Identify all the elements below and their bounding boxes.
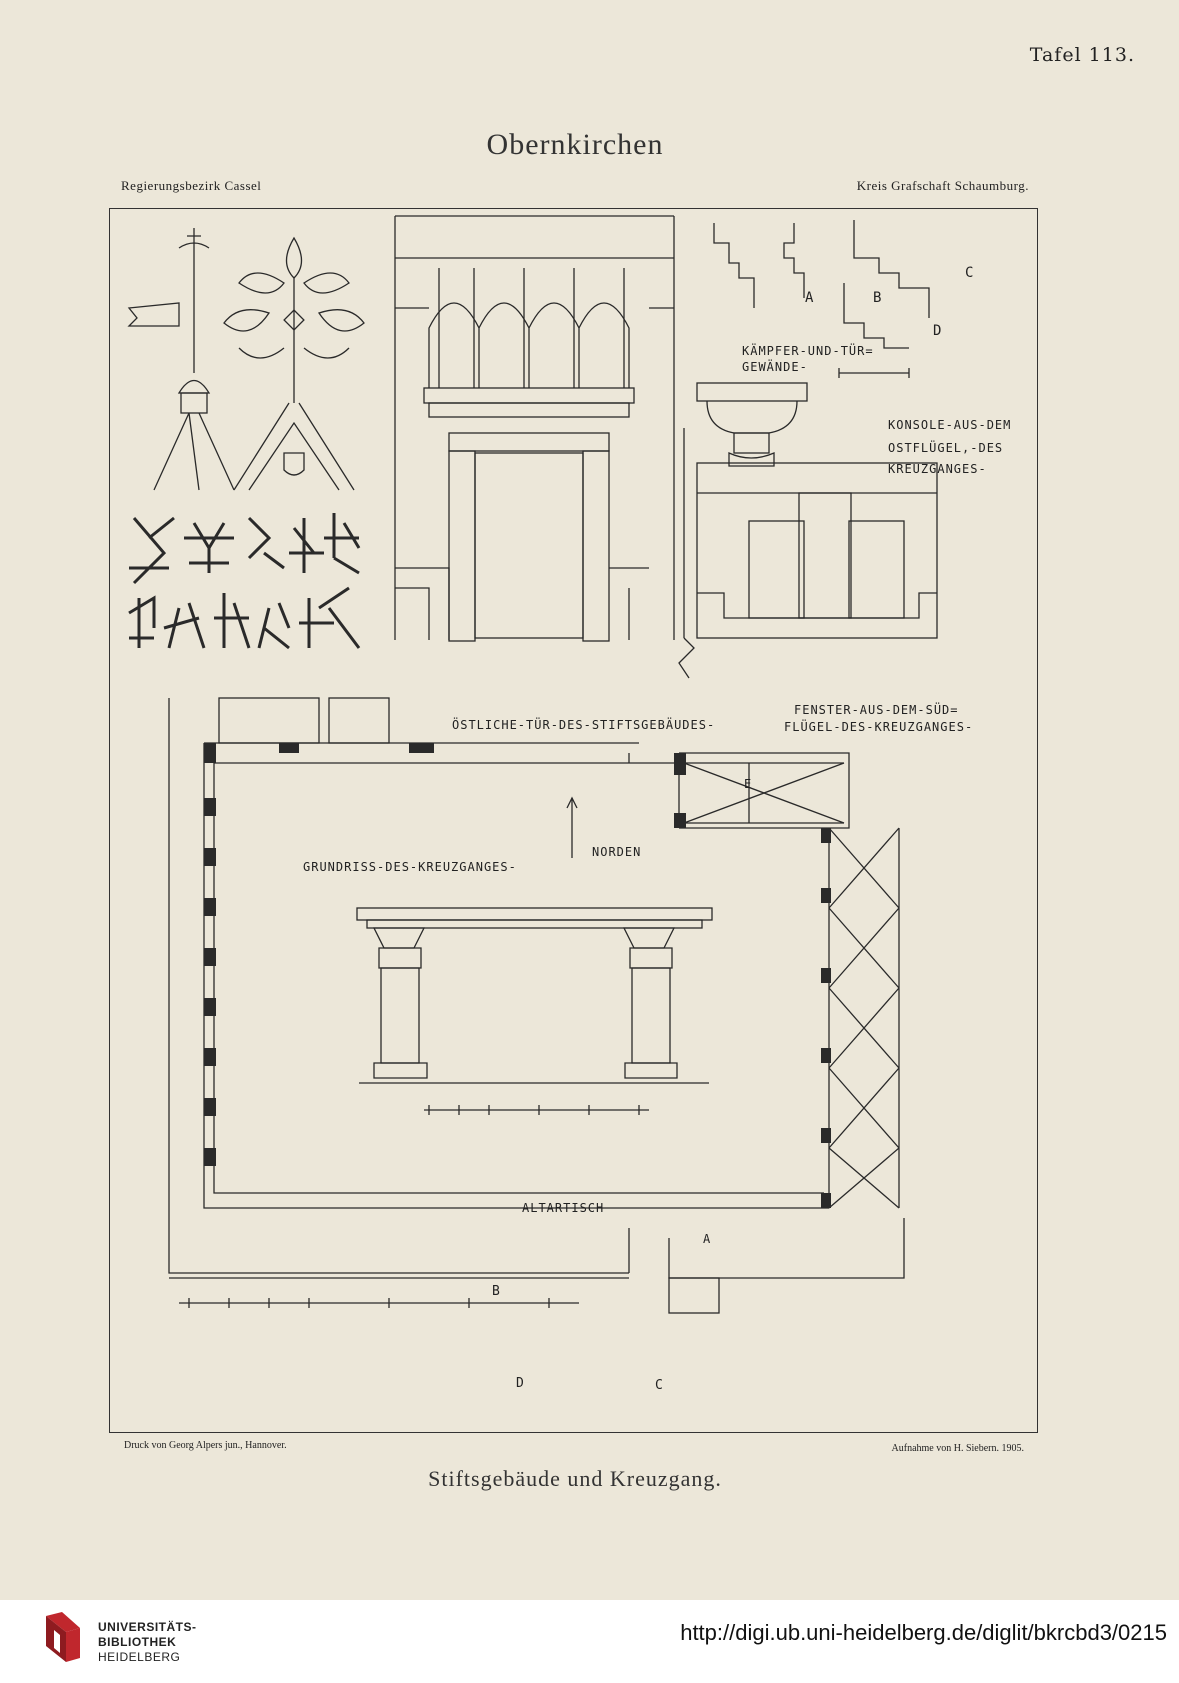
label-grundriss: GRUNDRISS-DES-KREUZGANGES-: [303, 860, 517, 874]
source-url-link[interactable]: http://digi.ub.uni-heidelberg.de/diglit/…: [680, 1620, 1167, 1645]
profiles: [713, 220, 930, 378]
console: [696, 382, 808, 467]
library-name-line1: UNIVERSITÄTS-: [98, 1620, 197, 1634]
south-window: [696, 462, 938, 639]
page-title: Obernkirchen: [486, 128, 664, 161]
label-konsole-1: KONSOLE-AUS-DEM: [888, 418, 1012, 432]
label-plan-e-north: E: [744, 777, 753, 791]
region-left: Regierungsbezirk Cassel: [121, 178, 262, 193]
library-footer: [0, 1600, 1179, 1683]
plan-walls: [204, 743, 831, 1208]
surveyor-credit: Aufnahme von H. Siebern. 1905.: [891, 1443, 1024, 1454]
label-profile-d: D: [933, 323, 943, 339]
label-gewaende: GEWÄNDE-: [742, 360, 808, 374]
region-right: Kreis Grafschaft Schaumburg.: [856, 178, 1029, 193]
drawing-frame: [109, 208, 1038, 1433]
label-norden: NORDEN: [592, 845, 642, 859]
label-plan-c: C: [655, 1378, 664, 1393]
weather-vane: [127, 228, 235, 491]
label-konsole-2: OSTFLÜGEL,-DES: [888, 441, 1004, 455]
label-plan-b: B: [492, 1284, 501, 1299]
plate-number: Tafel 113.: [1029, 44, 1135, 66]
label-window-2: FLÜGEL-DES-KREUZGANGES-: [784, 720, 974, 734]
cloister-plan: [168, 697, 905, 1314]
label-altartisch: ALTARTISCH: [522, 1201, 605, 1215]
label-east-door: ÖSTLICHE-TÜR-DES-STIFTSGEBÄUDES-: [452, 718, 716, 732]
mason-marks: [128, 513, 361, 650]
page-subtitle: Stiftsgebäude und Kreuzgang.: [428, 1466, 722, 1491]
library-logo-icon: [46, 1612, 80, 1662]
east-door: [394, 215, 695, 679]
label-konsole-3: KREUZGANGES-: [888, 462, 987, 476]
label-plan-d: D: [516, 1376, 525, 1391]
label-kaempfer: KÄMPFER-UND-TÜR=: [742, 344, 874, 358]
library-name-line2: BIBLIOTHEK: [98, 1635, 177, 1649]
iron-cross: [223, 236, 365, 491]
altar-table: [356, 907, 713, 1115]
label-profile-a: A: [805, 290, 815, 306]
label-plan-a: A: [703, 1232, 712, 1246]
printer-credit: Druck von Georg Alpers jun., Hannover.: [124, 1440, 287, 1451]
plate-sheet: [0, 0, 1179, 1600]
library-name-line3: HEIDELBERG: [98, 1650, 181, 1664]
label-window-1: FENSTER-AUS-DEM-SÜD=: [794, 703, 959, 717]
label-profile-b: B: [873, 290, 883, 306]
label-profile-c: C: [965, 265, 975, 281]
architectural-drawing: [127, 215, 938, 1314]
